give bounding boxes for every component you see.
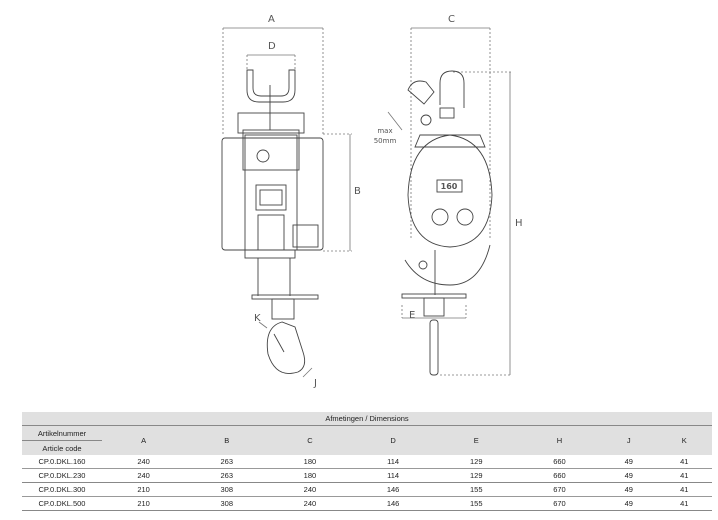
dimension-label-b: B — [354, 186, 361, 197]
article-code-cell: CP.0.DKL.300 — [22, 482, 102, 497]
article-code-cell: CP.0.DKL.160 — [22, 455, 102, 469]
max-note-line2: 50mm — [373, 137, 397, 145]
col-header-d: D — [351, 425, 435, 455]
col-header-c: C — [268, 425, 352, 455]
dimension-cell-e: 155 — [434, 496, 518, 511]
dimension-cell-a: 240 — [102, 455, 186, 469]
dimension-cell-e: 155 — [434, 482, 518, 497]
dimension-cell-d: 146 — [351, 496, 435, 511]
col-header-b: B — [185, 425, 269, 455]
article-header-nl: Artikelnummer — [22, 425, 102, 441]
article-header-en: Article code — [22, 440, 102, 455]
table-title: Afmetingen / Dimensions — [22, 412, 712, 426]
dimension-cell-e: 129 — [434, 468, 518, 483]
dimension-cell-k: 41 — [656, 455, 712, 469]
dimension-cell-d: 114 — [351, 468, 435, 483]
col-header-a: A — [102, 425, 186, 455]
dimension-cell-c: 180 — [268, 468, 352, 483]
dimension-cell-a: 210 — [102, 482, 186, 497]
dimension-label-d: D — [268, 41, 276, 52]
max-note-line1: max — [377, 127, 393, 135]
dimension-label-c: C — [448, 14, 455, 25]
dimension-cell-c: 240 — [268, 496, 352, 511]
capacity-badge: 160 — [440, 182, 458, 191]
dimension-cell-a: 210 — [102, 496, 186, 511]
dimension-cell-d: 146 — [351, 482, 435, 497]
dimension-cell-e: 129 — [434, 455, 518, 469]
dimension-cell-b: 263 — [185, 468, 269, 483]
dimension-cell-b: 308 — [185, 496, 269, 511]
dimension-cell-h: 670 — [517, 482, 602, 497]
dimension-cell-k: 41 — [656, 482, 712, 497]
dimension-cell-h: 660 — [517, 455, 602, 469]
article-code-cell: CP.0.DKL.230 — [22, 468, 102, 483]
dimension-label-a: A — [268, 14, 275, 25]
max-opening-note: max 50mm — [372, 126, 398, 146]
dimension-label-j: J — [314, 378, 317, 389]
dimension-cell-a: 240 — [102, 468, 186, 483]
col-header-k: K — [656, 425, 712, 455]
dimension-cell-h: 660 — [517, 468, 602, 483]
dimension-cell-j: 49 — [601, 496, 657, 511]
dimension-cell-k: 41 — [656, 496, 712, 511]
dimension-lines — [222, 27, 512, 378]
front-view — [221, 69, 324, 374]
dimension-label-h: H — [515, 218, 523, 229]
dimensions-table: Afmetingen / Dimensions Artikelnummer A … — [22, 412, 712, 511]
dimension-cell-c: 180 — [268, 455, 352, 469]
col-header-e: E — [434, 425, 518, 455]
dimension-cell-b: 308 — [185, 482, 269, 497]
hoist-technical-drawing — [221, 27, 512, 378]
dimension-cell-h: 670 — [517, 496, 602, 511]
article-code-cell: CP.0.DKL.500 — [22, 496, 102, 511]
dimension-cell-j: 49 — [601, 482, 657, 497]
dimension-cell-b: 263 — [185, 455, 269, 469]
dimension-cell-k: 41 — [656, 468, 712, 483]
dimension-label-e: E — [409, 310, 416, 321]
dimension-label-k: K — [254, 313, 261, 324]
col-header-h: H — [517, 425, 602, 455]
col-header-j: J — [601, 425, 657, 455]
dimension-cell-d: 114 — [351, 455, 435, 469]
dimension-cell-j: 49 — [601, 468, 657, 483]
dimension-cell-c: 240 — [268, 482, 352, 497]
side-view — [401, 70, 493, 376]
dimension-cell-j: 49 — [601, 455, 657, 469]
